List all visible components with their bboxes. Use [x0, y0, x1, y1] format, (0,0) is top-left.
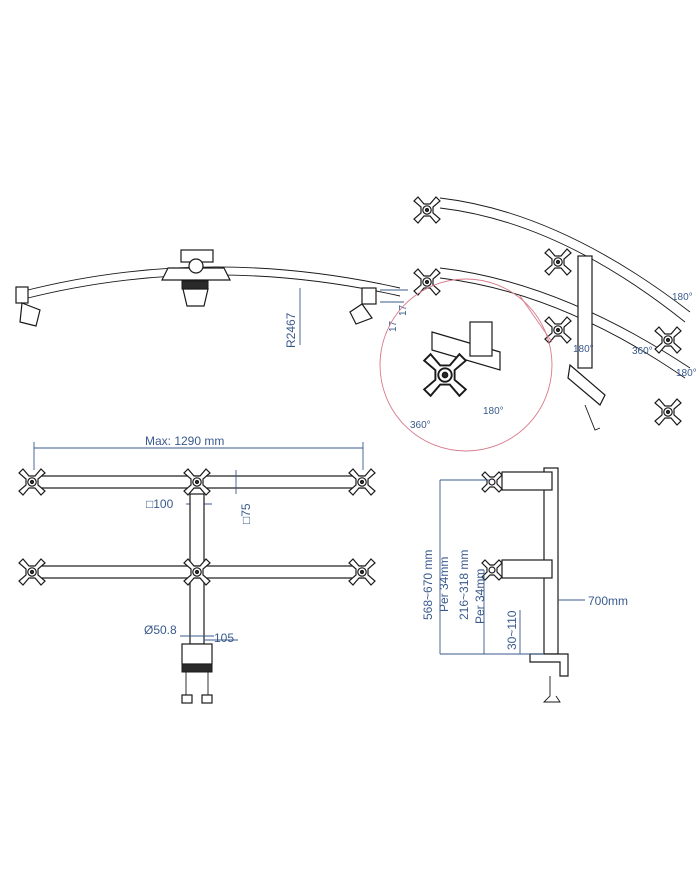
iso-clamp-screw — [584, 404, 601, 431]
right-end-bracket — [349, 303, 373, 325]
center-mount — [181, 280, 209, 290]
detail-vesa-plate — [423, 353, 467, 397]
iso-base-clamp — [567, 363, 606, 406]
range-mid-label: 216~318 mm — [457, 550, 471, 620]
detail-circle — [379, 278, 553, 452]
iso-plate-upper-center — [544, 248, 572, 276]
range-top-label: 568~670 mm — [421, 550, 435, 620]
front-clamp-foot-left — [181, 694, 193, 704]
detail-joint — [469, 321, 493, 357]
center-knob — [188, 258, 204, 274]
detail-callout-line — [519, 295, 553, 343]
iso-swivel-mid-label: 180° — [573, 344, 594, 355]
side-plate-upper — [481, 471, 503, 493]
side-clamp-screw — [542, 676, 561, 703]
detail-swivel-label: 180° — [483, 406, 504, 417]
top-view: R2467 17 17 — [15, 249, 409, 348]
front-clamp-foot-right — [201, 694, 213, 704]
side-view: 568~670 mm Per 34mm 216~318 mm Per 34mm … — [421, 467, 628, 703]
pole-diameter-label: Ø50.8 — [144, 623, 177, 637]
pole-offset-label: 105 — [214, 631, 234, 645]
radius-label: R2467 — [284, 312, 298, 348]
center-hub — [161, 267, 231, 281]
side-lower-arm — [501, 559, 553, 579]
isometric-view: 180° 360° 180° 180° — [413, 196, 697, 431]
iso-upper-arm-a — [439, 197, 691, 313]
front-clamp-screws — [185, 672, 209, 695]
iso-upper-arm-b — [439, 207, 686, 323]
vesa-width-label: □100 — [146, 497, 174, 511]
curved-arm-outer — [19, 266, 401, 293]
iso-plate-upper-left — [413, 196, 441, 224]
range-top-step-label: Per 34mm — [437, 557, 451, 612]
iso-mid-arm-b — [439, 277, 686, 379]
front-desk-clamp — [181, 643, 213, 665]
detail-view: 360° 180° — [379, 278, 553, 452]
iso-swivel-right-label: 180° — [676, 368, 697, 379]
right-end-clamp — [361, 287, 377, 305]
iso-swivel-upper-label: 180° — [672, 292, 693, 303]
iso-pole — [577, 255, 593, 369]
iso-plate-mid-center — [544, 316, 572, 344]
tilt-label-lower: 17 — [388, 320, 399, 332]
iso-rotate-right-label: 360° — [632, 346, 653, 357]
front-view: Max: 1290 mm □100 □75 Ø50.8 105 — [18, 434, 376, 704]
front-clamp-plate — [181, 663, 213, 673]
range-mid-step-label: Per 34mm — [473, 569, 487, 624]
left-end-bracket — [19, 302, 41, 327]
iso-plate-mid-right — [654, 398, 682, 426]
pole-height-label: 700mm — [588, 594, 628, 608]
iso-plate-upper-right — [654, 326, 682, 354]
tilt-label-upper: 17 — [398, 304, 409, 316]
side-desk-clamp — [529, 653, 569, 677]
detail-rotate-label: 360° — [410, 420, 431, 431]
side-upper-arm — [501, 471, 553, 491]
vesa-height-label: □75 — [239, 503, 253, 524]
left-end-clamp — [15, 286, 29, 304]
iso-plate-mid-left — [413, 268, 441, 296]
center-bracket — [182, 288, 209, 307]
range-bottom-label: 30~110 — [505, 610, 519, 650]
max-width-label: Max: 1290 mm — [145, 434, 224, 448]
